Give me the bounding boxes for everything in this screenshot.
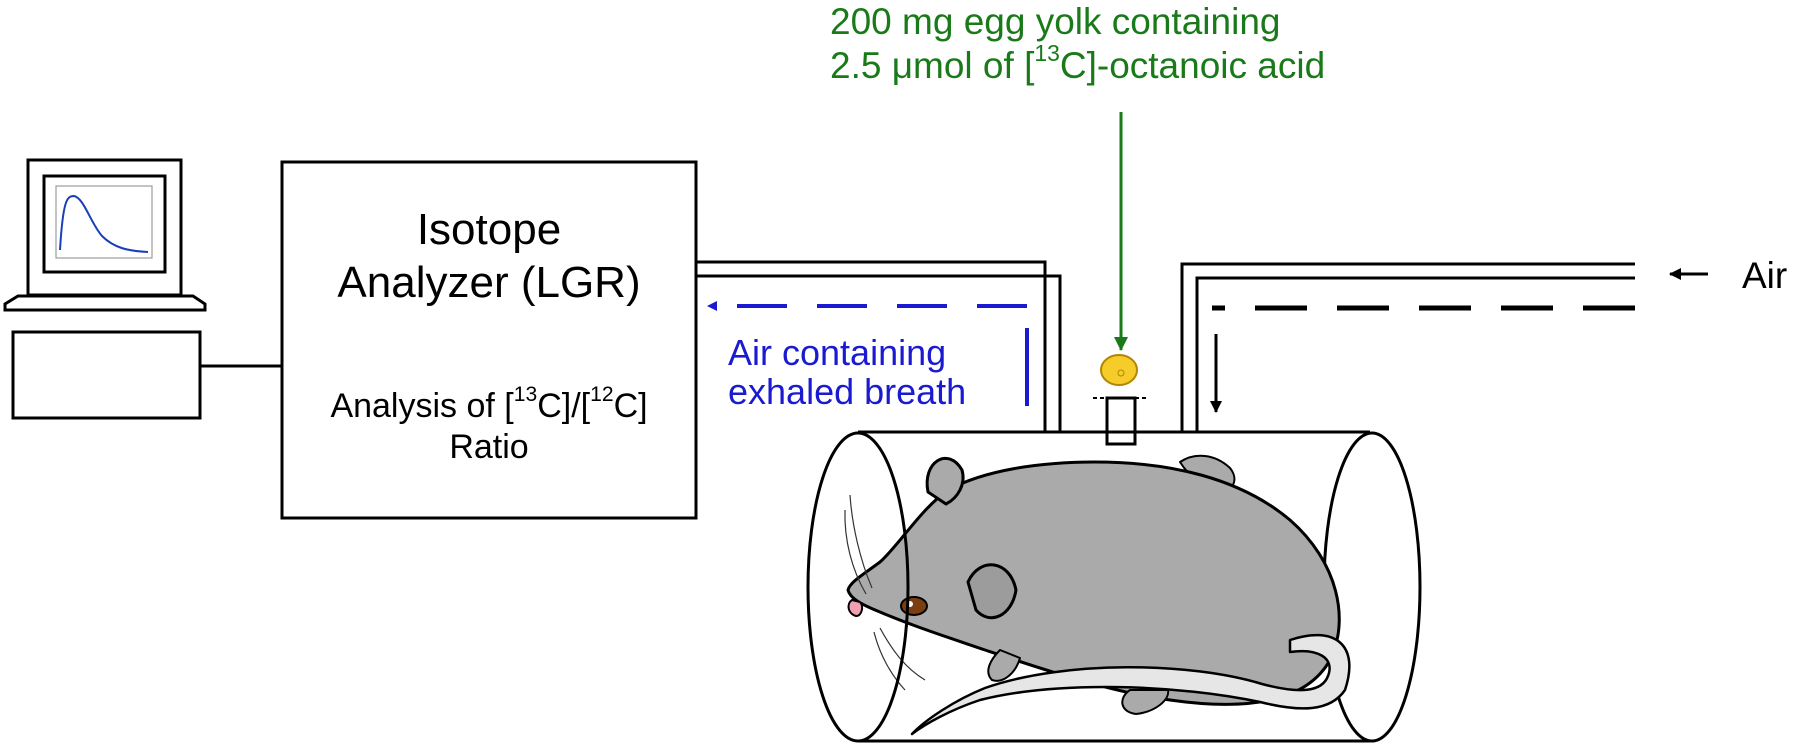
breath-label: Air containing exhaled breath xyxy=(728,332,967,412)
keyboard-base xyxy=(3,294,207,312)
substrate-label-line2: 2.5 μmol of [13C]-octanoic acid xyxy=(830,40,1326,87)
inlet-tubing xyxy=(1180,262,1635,432)
dosing-port xyxy=(1105,396,1137,446)
egg-yolk-icon xyxy=(1100,354,1138,386)
substrate-label-line1: 200 mg egg yolk containing xyxy=(830,1,1281,42)
computer-icon xyxy=(3,158,207,420)
tube-front-end xyxy=(806,431,910,743)
computer-tower xyxy=(11,330,202,420)
substrate-label: 200 mg egg yolk containing 2.5 μmol of [… xyxy=(830,0,1325,89)
screen-plot-area xyxy=(55,185,153,259)
mouse-illustration xyxy=(844,454,1351,736)
air-label: Air xyxy=(1742,255,1788,296)
screen-curve xyxy=(59,194,149,253)
analyzer-title: Isotope Analyzer (LGR) xyxy=(337,205,641,307)
isotope-analyzer-box xyxy=(280,160,698,520)
outlet-tubing xyxy=(696,260,1062,432)
analyzer-subtitle: Analysis of [13C]/[12C] Ratio xyxy=(330,383,648,466)
